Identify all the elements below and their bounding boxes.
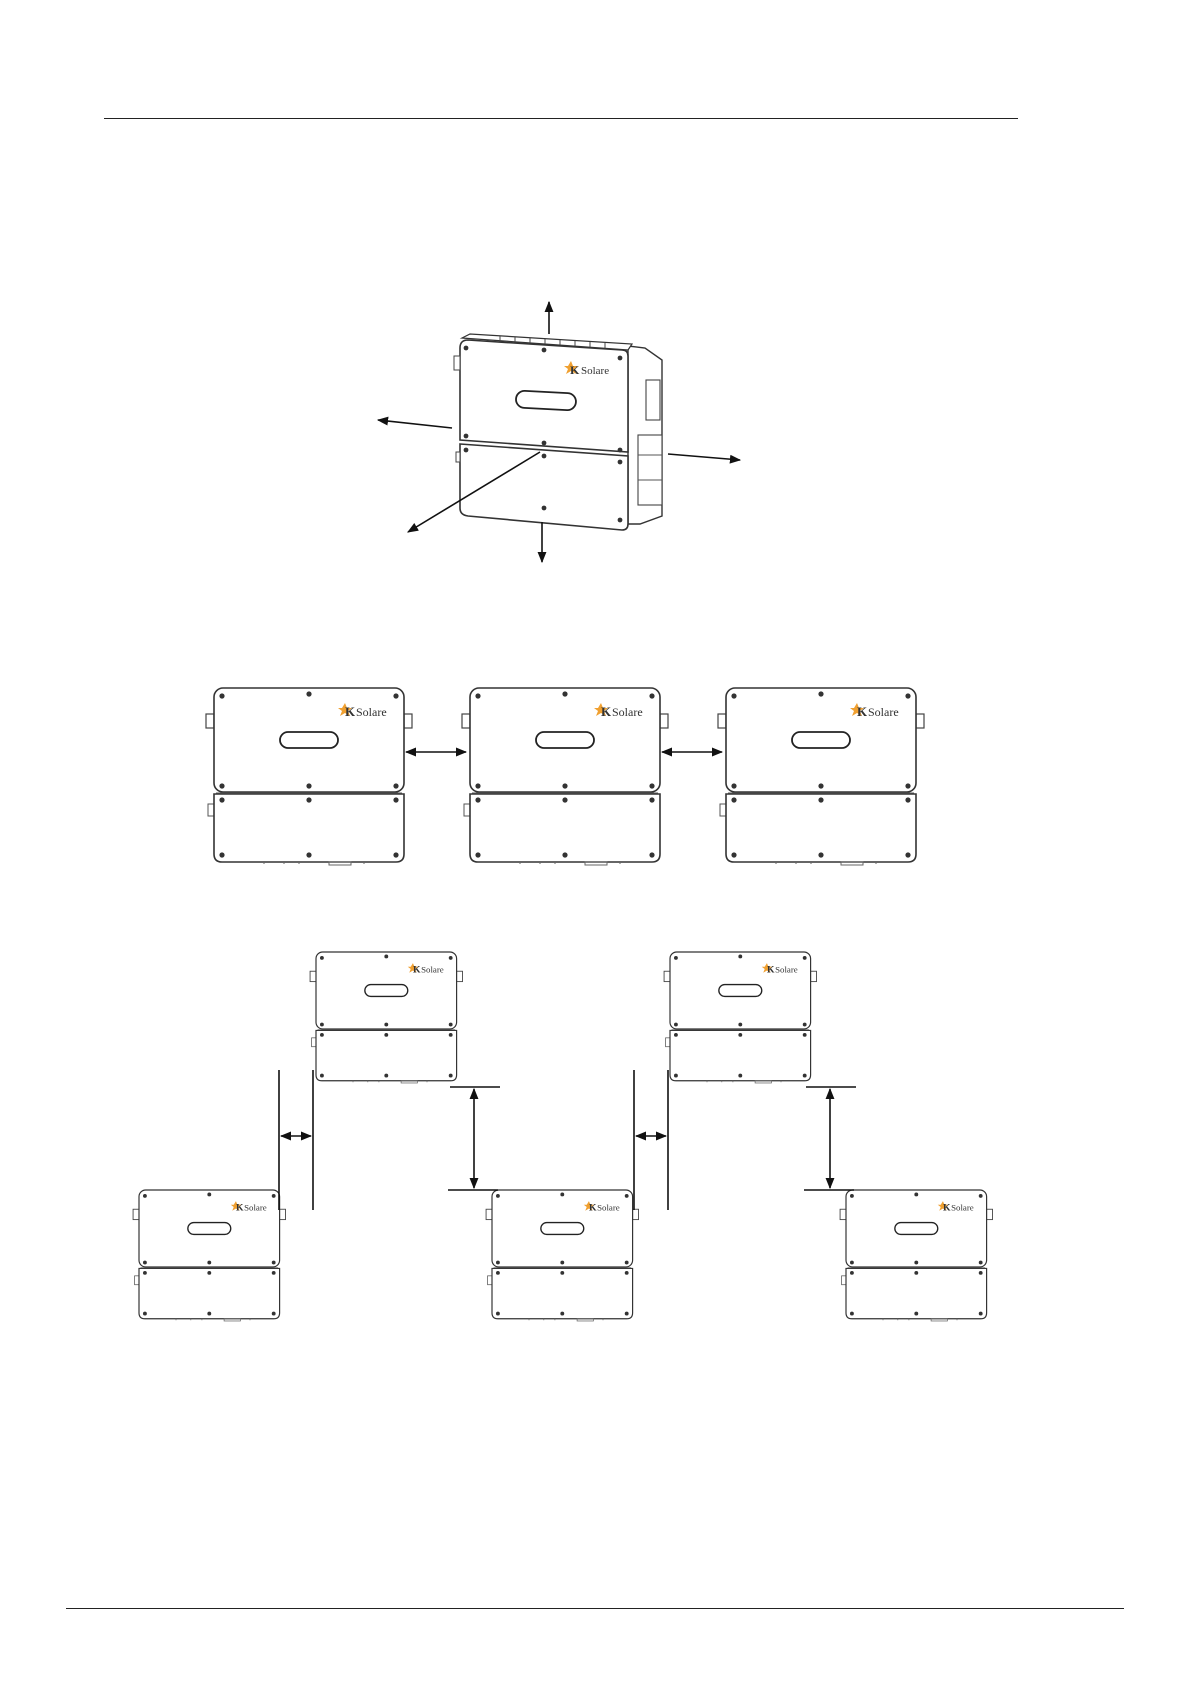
inverter-unit (486, 1190, 638, 1321)
svg-text:Solare: Solare (581, 365, 609, 377)
inverter-unit (133, 1190, 285, 1321)
inverter-unit (718, 688, 924, 865)
inverter-unit (206, 688, 412, 865)
single-arrow-icon (668, 454, 740, 460)
staggered-figure (133, 952, 992, 1321)
svg-text:K: K (570, 363, 580, 377)
inverter-unit (310, 952, 462, 1083)
inverter-unit (462, 688, 668, 865)
side-by-side-figure (206, 688, 924, 865)
inverter-unit (840, 1190, 992, 1321)
inverter-unit (664, 952, 816, 1083)
single-arrow-icon (378, 420, 452, 428)
isometric-inverter: K Solare (454, 334, 662, 530)
